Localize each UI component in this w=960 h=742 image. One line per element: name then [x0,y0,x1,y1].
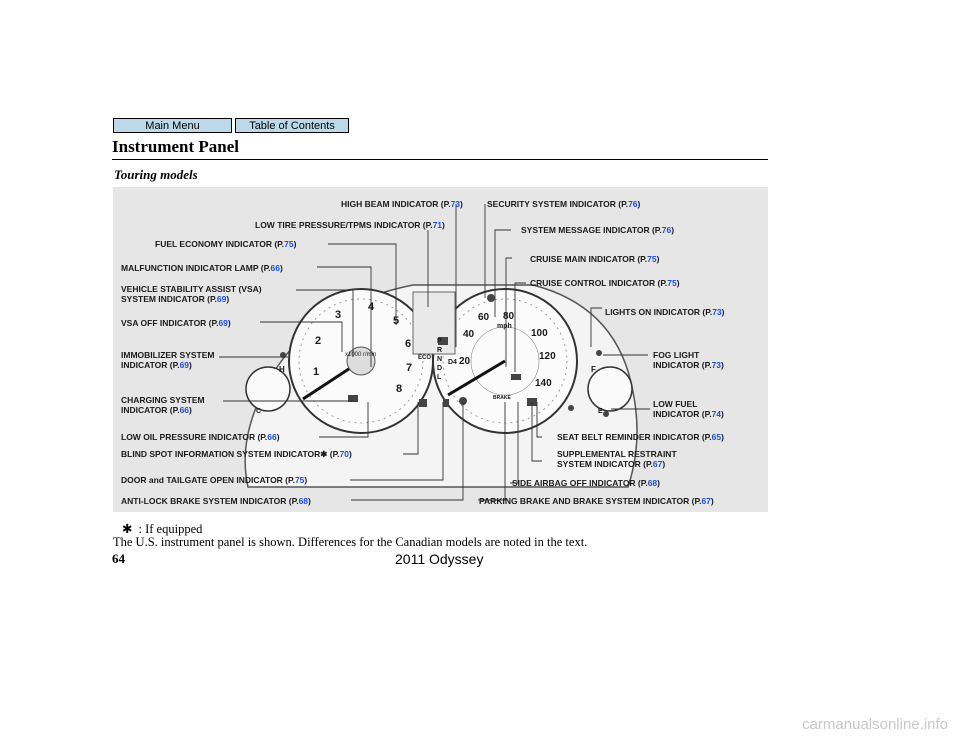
speed-unit: mph [497,323,512,330]
label-malfunction: MALFUNCTION INDICATOR LAMP (P.66) [121,263,283,273]
footnote: ✱: If equipped [122,522,203,536]
label-fuel-economy: FUEL ECONOMY INDICATOR (P.75) [155,239,297,249]
gear-l: L [437,374,442,381]
center-display [412,291,456,355]
malfunction-icon [438,337,448,345]
label-seat-belt: SEAT BELT REMINDER INDICATOR (P.65) [557,432,724,442]
label-system-message: SYSTEM MESSAGE INDICATOR (P.76) [521,225,675,235]
label-side-airbag: SIDE AIRBAG OFF INDICATOR (P.68) [512,478,661,488]
tach-number-2: 2 [315,335,322,347]
instrument-cluster-illustration [219,204,650,501]
body-text: The U.S. instrument panel is shown. Diff… [113,535,588,549]
fuel-empty-mark: E [598,408,603,415]
speed-number-120: 120 [539,351,556,362]
label-low-oil-pressure: LOW OIL PRESSURE INDICATOR (P.66) [121,432,280,442]
low-fuel-icon [603,411,609,417]
battery-icon [348,395,358,402]
watermark: carmanualsonline.info [802,716,948,733]
page-number: 64 [112,551,125,566]
speed-number-140: 140 [535,378,552,389]
label-abs: ANTI-LOCK BRAKE SYSTEM INDICATOR (P.68) [121,496,311,506]
section-subtitle: Touring models [114,167,198,182]
speed-number-100: 100 [531,328,548,339]
label-high-beam: HIGH BEAM INDICATOR (P.73) [341,199,463,209]
tach-number-5: 5 [393,315,400,327]
fog-light-icon [596,350,602,356]
brake-indicator: BRAKE [493,395,511,401]
fuel-full-mark: F [591,365,596,374]
tach-number-4: 4 [368,301,375,313]
tach-number-1: 1 [313,366,320,378]
label-low-tire-pressure: LOW TIRE PRESSURE/TPMS INDICATOR (P.71) [255,220,445,230]
speedometer-needle [447,359,506,397]
title-divider [112,159,768,160]
tach-number-7: 7 [406,362,413,374]
label-lights-on: LIGHTS ON INDICATOR (P.73) [605,307,725,317]
label-blind-spot: BLIND SPOT INFORMATION SYSTEM INDICATOR✱… [121,449,352,459]
speed-number-40: 40 [463,329,475,340]
abs-icon [459,397,467,405]
table-of-contents-button[interactable]: Table of Contents [235,118,349,133]
eco-indicator: ECO [418,355,432,361]
asterisk-icon: ✱ [122,522,133,536]
fuel-gauge [587,366,633,412]
label-parking-brake: PARKING BRAKE AND BRAKE SYSTEM INDICATOR… [479,496,714,506]
label-cruise-control: CRUISE CONTROL INDICATOR (P.75) [530,278,680,288]
label-vsa: VEHICLE STABILITY ASSIST (VSA)SYSTEM IND… [121,284,262,304]
tach-unit: x1000 r/min [345,352,377,358]
door-icon [443,399,449,407]
tach-number-3: 3 [335,309,342,321]
speed-number-20: 20 [459,356,471,367]
label-cruise-main: CRUISE MAIN INDICATOR (P.75) [530,254,660,264]
main-menu-button[interactable]: Main Menu [113,118,232,133]
gear-d: D [437,365,443,372]
temp-gauge [245,366,291,412]
label-door-tailgate: DOOR and TAILGATE OPEN INDICATOR (P.75) [121,475,308,485]
temp-hot-mark: H [279,365,285,374]
gear-p: P [437,338,442,345]
instrument-panel-figure: 1 2 3 4 5 6 7 8 x1000 r/min 20 40 60 80 … [113,187,768,512]
temp-cold-mark: C [256,408,262,415]
label-vsa-off: VSA OFF INDICATOR (P.69) [121,318,231,328]
speed-number-80: 80 [503,311,515,322]
tach-number-6: 6 [405,338,412,350]
gear-d4: D4 [448,359,457,366]
leader-lines [219,204,650,501]
page-title: Instrument Panel [112,137,240,156]
gear-r: R [437,347,443,354]
speed-number-60: 60 [478,312,490,323]
cruise-icon [511,374,521,380]
immobilizer-icon [280,352,286,358]
tach-number-8: 8 [396,383,403,395]
seatbelt-icon [568,405,574,411]
blind-spot-icon [419,399,427,407]
security-icon [487,294,495,302]
model-name: 2011 Odyssey [395,551,484,567]
gear-n: N [437,356,443,363]
label-security: SECURITY SYSTEM INDICATOR (P.76) [487,199,641,209]
